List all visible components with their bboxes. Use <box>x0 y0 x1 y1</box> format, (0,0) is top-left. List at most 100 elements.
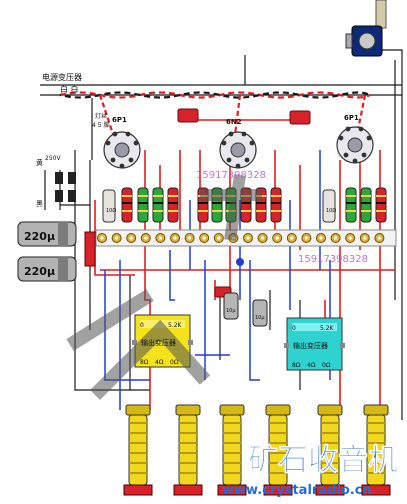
resistor-band-c-5 <box>212 210 222 212</box>
post-thread-2-1 <box>223 432 241 434</box>
resistor-2 <box>152 187 164 223</box>
post-thread-3-5 <box>269 472 287 474</box>
site-watermark-url: www.crystalradio.cn <box>222 483 372 498</box>
power-transformer-leads: 白 白 <box>60 84 79 94</box>
solder-lug-hole-16 <box>334 236 338 240</box>
site-watermark: 矿石收音机 www.crystalradio.cn <box>222 443 398 498</box>
post-thread-2-4 <box>223 462 241 464</box>
post-thread-3-2 <box>269 442 287 444</box>
heater-twisted-pair <box>59 91 371 141</box>
speaker-posts <box>123 404 391 496</box>
post-thread-4-0 <box>321 422 339 424</box>
post-base-2 <box>217 484 247 496</box>
resistor-band-c-2 <box>153 210 163 212</box>
output-transformer-left-tap-4: 4Ω <box>155 359 164 366</box>
post-thread-1-4 <box>179 462 197 464</box>
ground-junction <box>236 258 244 266</box>
resistor-value-left: 10Ω <box>106 208 116 214</box>
resistor-band-b-10 <box>346 202 356 204</box>
tube-socket-left <box>103 131 141 169</box>
bypass-cap-1 <box>223 292 239 320</box>
output-transformer-right-label: 输出变压器 <box>293 341 328 350</box>
solder-lug-hole-6 <box>188 236 192 240</box>
output-transformer-right <box>284 317 345 371</box>
power-switch <box>55 172 76 202</box>
post-thread-1-3 <box>179 452 197 454</box>
output-transformer-left-primary-hi: 5.2K <box>168 322 183 329</box>
cathode-resistor-left <box>102 189 116 223</box>
solder-lug-hole-13 <box>290 236 294 240</box>
resistor-band-b-3 <box>168 202 178 204</box>
post-base-0 <box>123 484 153 496</box>
filter-capacitor-1 <box>17 221 77 247</box>
phone-watermark-1: 15917398328 <box>196 170 266 181</box>
post-thread-0-4 <box>129 462 147 464</box>
filter-cap-value-1: 220μ <box>24 230 55 243</box>
terminal-strip <box>95 229 397 247</box>
resistor-band-a-1 <box>138 195 148 197</box>
solder-lug-hole-15 <box>319 236 323 240</box>
resistor-0 <box>121 187 133 223</box>
resistor-band-a-9 <box>271 195 281 197</box>
solder-lug-hole-14 <box>304 236 308 240</box>
post-thread-4-3 <box>321 452 339 454</box>
switch-label-bottom: 黑 <box>36 200 43 208</box>
post-thread-2-2 <box>223 442 241 444</box>
solder-lug-hole-5 <box>173 236 177 240</box>
solder-lug-hole-19 <box>377 236 381 240</box>
post-thread-0-1 <box>129 432 147 434</box>
post-thread-2-0 <box>223 422 241 424</box>
resistor-band-a-2 <box>153 195 163 197</box>
solder-lug-hole-17 <box>348 236 352 240</box>
filter-capacitor-2 <box>17 256 77 282</box>
output-transformer-left-label: 输出变压器 <box>141 338 176 347</box>
post-thread-5-1 <box>367 432 385 434</box>
resistor-band-c-11 <box>361 210 371 212</box>
post-base-3 <box>263 484 293 496</box>
post-thread-1-2 <box>179 442 197 444</box>
resistor-9 <box>270 187 282 223</box>
solder-lug-hole-18 <box>363 236 367 240</box>
resistor-band-b-5 <box>212 202 222 204</box>
filament-label-line1: 灯丝 <box>95 112 107 120</box>
bypass-cap-2 <box>252 299 268 327</box>
post-body-0 <box>128 414 148 486</box>
fuse-voltage: 250V <box>45 155 61 162</box>
power-transformer-label: 电源变压器 <box>42 72 82 82</box>
post-thread-1-1 <box>179 432 197 434</box>
tube-label-left: 6P1 <box>112 116 127 124</box>
phone-watermark-2: 15917398328 <box>298 254 368 265</box>
post-thread-4-2 <box>321 442 339 444</box>
post-thread-5-2 <box>367 442 385 444</box>
resistor-band-a-0 <box>122 195 132 197</box>
output-transformer-left-tap-8: 8Ω <box>140 359 149 366</box>
post-cap-1 <box>175 404 201 416</box>
resistor-band-c-7 <box>241 210 251 212</box>
post-thread-3-1 <box>269 432 287 434</box>
choke-resistor <box>84 231 96 267</box>
resistor-10 <box>345 187 357 223</box>
post-cap-0 <box>125 404 151 416</box>
output-transformer-left-primary-0: 0 <box>140 322 144 329</box>
post-thread-4-1 <box>321 432 339 434</box>
tube-socket-right <box>336 126 374 164</box>
solder-lug-hole-1 <box>115 236 119 240</box>
tube-label-middle: 6N2 <box>226 118 242 126</box>
resistor-band-c-0 <box>122 210 132 212</box>
solder-lug-hole-8 <box>217 236 221 240</box>
switch-label-top: 黄 <box>36 158 43 167</box>
resistor-1 <box>137 187 149 223</box>
resistor-band-b-12 <box>376 202 386 204</box>
resistor-band-a-11 <box>361 195 371 197</box>
resistor-band-b-1 <box>138 202 148 204</box>
post-cap-2 <box>219 404 245 416</box>
resistor-band-b-11 <box>361 202 371 204</box>
resistor-band-c-9 <box>271 210 281 212</box>
post-body-2 <box>222 414 242 486</box>
output-transformer-right-primary-0: 0 <box>292 325 296 332</box>
resistor-band-b-4 <box>198 202 208 204</box>
resistor-band-c-10 <box>346 210 356 212</box>
resistor-band-a-3 <box>168 195 178 197</box>
tube-socket-middle <box>219 131 257 169</box>
